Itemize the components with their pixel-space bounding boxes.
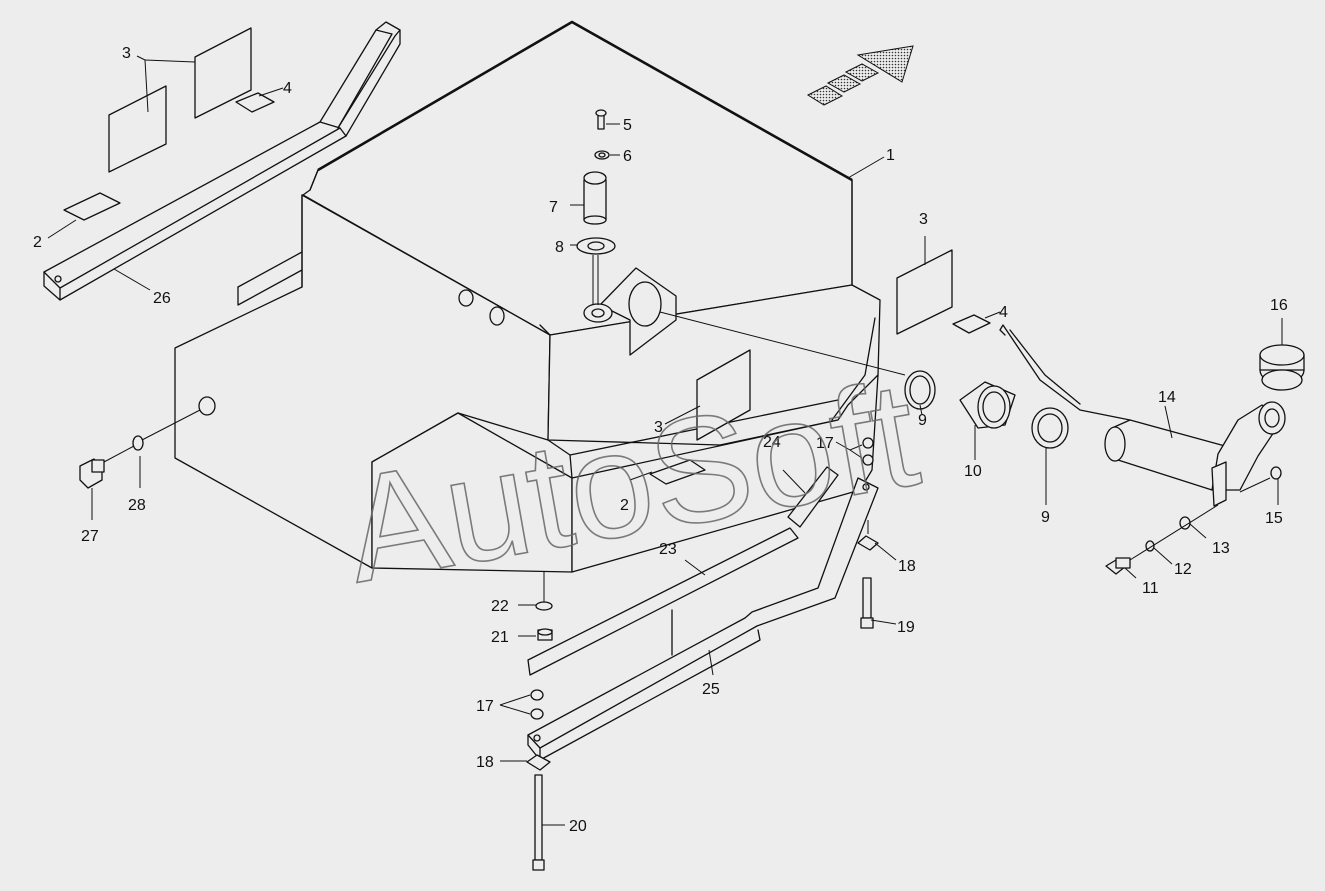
- callout-17: 17: [476, 698, 494, 715]
- callout-27: 27: [81, 528, 99, 545]
- direction-arrow-icon: [806, 45, 914, 106]
- callout-10: 10: [964, 463, 982, 480]
- cap-assembly: [576, 109, 616, 305]
- callout-19: 19: [897, 619, 915, 636]
- fuel-tank: [174, 20, 881, 573]
- callout-17: 17: [816, 435, 834, 452]
- drain-plug: [79, 409, 201, 489]
- callout-22: 22: [491, 598, 509, 615]
- mounting-hardware: [526, 437, 879, 871]
- callout-18: 18: [898, 558, 916, 575]
- callout-3: 3: [919, 211, 928, 228]
- callout-1: 1: [886, 147, 895, 164]
- callout-26: 26: [153, 290, 171, 307]
- hose-hardware: [1105, 466, 1282, 575]
- callout-18: 18: [476, 754, 494, 771]
- callout-21: 21: [491, 629, 509, 646]
- callout-5: 5: [623, 117, 632, 134]
- callout-23: 23: [659, 541, 677, 558]
- bracket-left: [43, 21, 401, 301]
- callout-15: 15: [1265, 510, 1283, 527]
- callout-3: 3: [654, 419, 663, 436]
- callout-labels: 1 2 2 3 3 3 4 4 5 6 7 8 9 9 10 11 12 13 …: [33, 45, 1288, 835]
- callout-8: 8: [555, 239, 564, 256]
- label-plate-set-right: [896, 249, 991, 335]
- callout-13: 13: [1212, 540, 1230, 557]
- leader-lines: [47, 55, 1283, 826]
- callout-6: 6: [623, 148, 632, 165]
- callout-25: 25: [702, 681, 720, 698]
- callout-20: 20: [569, 818, 587, 835]
- callout-12: 12: [1174, 561, 1192, 578]
- callout-2: 2: [33, 234, 42, 251]
- label-plate-set-upper: [63, 27, 275, 221]
- callout-4: 4: [283, 80, 292, 97]
- callout-4: 4: [999, 304, 1008, 321]
- callout-9: 9: [1041, 509, 1050, 526]
- filler-hose: [659, 311, 1305, 507]
- callout-3: 3: [122, 45, 131, 62]
- callout-7: 7: [549, 199, 558, 216]
- callout-14: 14: [1158, 389, 1176, 406]
- callout-16: 16: [1270, 297, 1288, 314]
- callout-28: 28: [128, 497, 146, 514]
- callout-11: 11: [1142, 580, 1159, 597]
- callout-9: 9: [918, 412, 927, 429]
- bracket-lower: [527, 466, 879, 761]
- callout-24: 24: [763, 434, 781, 451]
- callout-2: 2: [620, 497, 629, 514]
